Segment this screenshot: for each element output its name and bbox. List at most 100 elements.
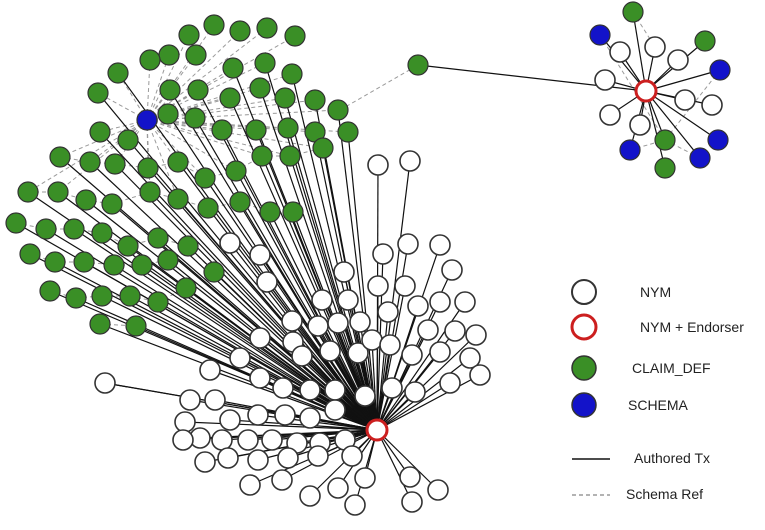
claim-def-node xyxy=(187,79,209,101)
nym-node xyxy=(281,310,303,332)
schema-node xyxy=(689,147,711,169)
authored-tx-edge xyxy=(284,97,378,431)
authored-tx-edge xyxy=(309,429,378,497)
claim-def-node xyxy=(211,119,233,141)
schema-ref-edge xyxy=(59,119,148,158)
nym-node xyxy=(271,469,293,491)
claim-def-node xyxy=(654,129,676,151)
authored-tx-edge xyxy=(371,339,378,431)
nym-node xyxy=(349,311,371,333)
claim-def-node xyxy=(104,153,126,175)
schema-ref-edge xyxy=(146,119,257,131)
schema-ref-edge xyxy=(177,161,206,179)
schema-node xyxy=(709,59,731,81)
nym-node xyxy=(701,94,723,116)
claim-def-node xyxy=(158,44,180,66)
claim-def-node xyxy=(91,285,113,307)
nym-node xyxy=(667,49,689,71)
schema-ref-edge xyxy=(146,87,261,121)
nym-node xyxy=(401,344,423,366)
claim-def-node xyxy=(137,157,159,179)
schema-node xyxy=(619,139,641,161)
claim-def-node xyxy=(147,227,169,249)
legend-schema-label: SCHEMA xyxy=(628,397,689,413)
claim-def-node xyxy=(185,44,207,66)
claim-def-node xyxy=(167,188,189,210)
nym-endorser-node xyxy=(634,79,658,103)
nym-node xyxy=(361,329,383,351)
claim-def-node xyxy=(222,57,244,79)
authored-tx-edge xyxy=(184,421,378,431)
schema-node xyxy=(136,109,158,131)
nym-node xyxy=(674,89,696,111)
nym-node xyxy=(324,399,346,421)
nym-node xyxy=(307,315,329,337)
nym-node xyxy=(204,389,226,411)
authored-tx-edge xyxy=(329,350,378,431)
schema-ref-edge xyxy=(83,261,115,266)
authored-tx-edge xyxy=(97,92,378,431)
nym-node xyxy=(307,445,329,467)
claim-def-node xyxy=(44,251,66,273)
claim-def-node xyxy=(101,193,123,215)
nym-node xyxy=(219,409,241,431)
nym-node xyxy=(379,334,401,356)
claim-def-node xyxy=(282,201,304,223)
authored-tx-edge xyxy=(322,147,378,431)
nym-node xyxy=(299,379,321,401)
claim-def-node xyxy=(197,197,219,219)
authored-tx-edge xyxy=(645,90,666,169)
legend-nym-endorser-swatch xyxy=(570,313,598,341)
nym-node xyxy=(237,429,259,451)
authored-tx-edge xyxy=(29,253,378,431)
nym-node xyxy=(247,404,269,426)
nym-node xyxy=(299,485,321,507)
authored-tx-edge xyxy=(287,429,378,459)
schema-ref-edge xyxy=(146,27,268,121)
claim-def-node xyxy=(89,313,111,335)
authored-tx-edge xyxy=(235,170,378,431)
claim-def-node xyxy=(65,287,87,309)
claim-def-node xyxy=(117,129,139,151)
schema-ref-edge xyxy=(146,119,179,200)
nym-node xyxy=(319,340,341,362)
authored-tx-edge xyxy=(209,369,378,431)
claim-def-node xyxy=(277,117,299,139)
nym-node xyxy=(199,359,221,381)
claim-def-node xyxy=(254,52,276,74)
claim-def-node xyxy=(654,157,676,179)
claim-def-node xyxy=(139,181,161,203)
claim-def-node xyxy=(87,82,109,104)
nym-node xyxy=(333,261,355,283)
schema-ref-edge xyxy=(15,222,47,230)
claim-def-node xyxy=(251,145,273,167)
claim-def-node xyxy=(5,212,27,234)
schema-ref-edge xyxy=(146,119,324,149)
nym-node xyxy=(324,379,346,401)
nym-node xyxy=(397,233,419,255)
nym-node xyxy=(272,377,294,399)
nym-node xyxy=(291,345,313,367)
nym-node xyxy=(194,451,216,473)
nym-node xyxy=(217,447,239,469)
nym-node xyxy=(327,312,349,334)
claim-def-node xyxy=(75,189,97,211)
schema-ref-edge xyxy=(146,34,190,121)
nym-node xyxy=(354,385,376,407)
claim-def-node xyxy=(159,79,181,101)
authored-tx-edge xyxy=(117,72,378,431)
nym-node xyxy=(381,377,403,399)
claim-def-node xyxy=(312,137,334,159)
authored-tx-edge xyxy=(632,11,647,92)
authored-tx-edge xyxy=(259,87,378,431)
authored-tx-edge xyxy=(376,311,389,431)
claim-def-node xyxy=(39,280,61,302)
claim-def-node xyxy=(19,243,41,265)
nym-node xyxy=(174,411,196,433)
authored-tx-edge xyxy=(104,382,379,431)
nym-node xyxy=(417,319,439,341)
authored-tx-edge xyxy=(289,155,378,431)
legend-claim-def-label: CLAIM_DEF xyxy=(632,360,711,376)
